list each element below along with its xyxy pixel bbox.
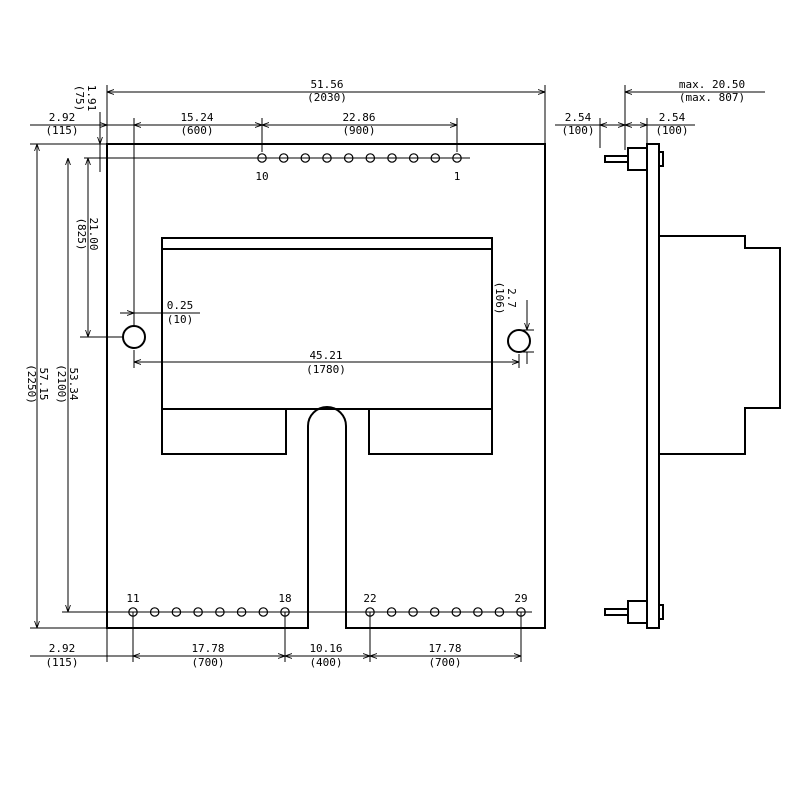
component-foot-left [161, 408, 287, 455]
pin-label-18: 18 [278, 592, 291, 605]
dim-pitch-b: 22.86 [342, 111, 375, 124]
header-pin-top [604, 147, 664, 171]
component-block [161, 237, 493, 410]
dim-side-pin-length: 2.54 [565, 111, 592, 124]
dim-pitch-a: 15.24 [180, 111, 213, 124]
front-view [106, 143, 546, 629]
svg-text:57.15: 57.15 [37, 367, 50, 400]
dim-bottom-gap: 10.16 [309, 642, 342, 655]
component-foot-right [368, 408, 493, 455]
dim-pin-row-spacing: 53.34 (2100) [55, 364, 80, 404]
dim-hole-vertical: 21.00 (825) [75, 217, 100, 250]
dim-top-offset: 2.92 [49, 111, 76, 124]
dim-overall-width-mil: (2030) [307, 91, 347, 104]
pin-label-22: 22 [363, 592, 376, 605]
dim-pitch-a-mil: (600) [180, 124, 213, 137]
dim-side-max: max. 20.50 [679, 78, 745, 91]
dim-hole-spacing-mil: (1780) [306, 363, 346, 376]
dim-bottom-span-right-mil: (700) [428, 656, 461, 669]
pin-label-1: 1 [454, 170, 461, 183]
dim-side-header: 2.54 [659, 111, 686, 124]
svg-text:2.7: 2.7 [505, 288, 518, 308]
dim-bottom-span-left-mil: (700) [191, 656, 224, 669]
dim-bottom-offset: 2.92 [49, 642, 76, 655]
mounting-hole-left [122, 325, 146, 349]
svg-text:53.34: 53.34 [67, 367, 80, 400]
dim-hole-diameter: 2.7 (106) [493, 281, 518, 314]
svg-text:(2100): (2100) [55, 364, 68, 404]
dim-overall-height: 57.15 (2250) [25, 364, 50, 404]
component-profile [659, 235, 781, 455]
svg-text:(75): (75) [73, 85, 86, 112]
svg-text:(2250): (2250) [25, 364, 38, 404]
dim-pitch-b-mil: (900) [342, 124, 375, 137]
dimension-lines [30, 85, 765, 662]
dim-bottom-offset-mil: (115) [45, 656, 78, 669]
pin-label-10: 10 [255, 170, 268, 183]
dim-hole-spacing: 45.21 [309, 349, 342, 362]
header-pin-bottom [604, 600, 664, 624]
board-edge [646, 143, 660, 629]
dim-side-pin-length-mil: (100) [561, 124, 594, 137]
dim-side-header-mil: (100) [655, 124, 688, 137]
dim-bottom-span-right: 17.78 [428, 642, 461, 655]
dim-hole-offset-mil: (10) [167, 313, 194, 326]
svg-text:(106): (106) [493, 281, 506, 314]
dim-pin-offset-vertical: 1.91 (75) [73, 85, 98, 112]
dim-bottom-span-left: 17.78 [191, 642, 224, 655]
dim-overall-width: 51.56 [310, 78, 343, 91]
dim-side-max-mil: (max. 807) [679, 91, 745, 104]
svg-text:(825): (825) [75, 217, 88, 250]
dim-hole-offset: 0.25 [167, 299, 194, 312]
svg-text:1.91: 1.91 [85, 85, 98, 112]
mounting-hole-right [507, 329, 531, 353]
pin-label-11: 11 [126, 592, 139, 605]
svg-text:21.00: 21.00 [87, 217, 100, 250]
dim-bottom-gap-mil: (400) [309, 656, 342, 669]
pin-label-29: 29 [514, 592, 527, 605]
side-view [604, 143, 781, 629]
board-outline [106, 143, 546, 629]
dim-top-offset-mil: (115) [45, 124, 78, 137]
